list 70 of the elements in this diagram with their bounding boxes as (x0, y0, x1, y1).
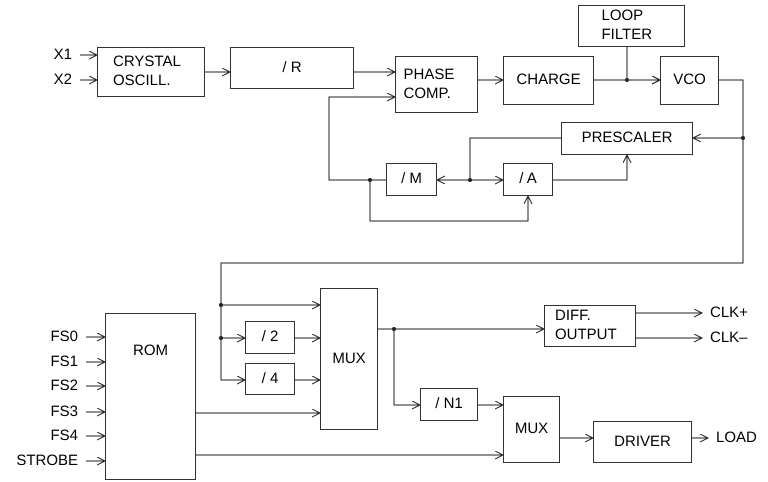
block-label: / 2 (262, 328, 278, 347)
block-label: PRESCALER (582, 129, 672, 148)
arrow (328, 92, 396, 180)
block-label: MUX (332, 350, 366, 368)
block-label: MUX (514, 420, 548, 439)
signal-label: STROBE (2, 453, 86, 469)
block-label: PHASE COMP. (404, 66, 456, 104)
block-box (97, 47, 205, 97)
arrow (470, 138, 562, 184)
arrow (294, 334, 320, 342)
signal-label: X1 (48, 47, 80, 63)
block-label: / A (519, 170, 537, 189)
arrow (636, 308, 702, 318)
arrow (370, 180, 532, 222)
signal-label: FS2 (2, 378, 86, 394)
block-label: VCO (673, 71, 706, 90)
block-box (578, 5, 685, 47)
block-box (245, 363, 295, 395)
block-box (395, 56, 478, 113)
signal-label: FS4 (2, 428, 86, 444)
signal-label: LOAD (708, 430, 764, 446)
arrow (80, 76, 98, 84)
block-label: CRYSTAL OSCILL. (113, 53, 182, 91)
block-box (660, 56, 719, 105)
block-box (230, 47, 354, 89)
block-label: DRIVER (614, 432, 671, 452)
signal-label: FS0 (2, 329, 86, 345)
arrow (196, 408, 320, 418)
block-box (503, 396, 560, 463)
block-label: ROM (133, 342, 168, 361)
arrow (478, 76, 504, 84)
arrow (196, 450, 504, 460)
arrow (80, 50, 98, 60)
block-label: / M (401, 170, 422, 189)
arrow (626, 46, 660, 84)
block-box (593, 421, 692, 463)
arrow (86, 382, 106, 390)
block-label: / 4 (262, 370, 278, 388)
signal-label: CLK– (702, 330, 752, 346)
arrow (478, 400, 504, 410)
arrow (204, 68, 230, 76)
signal-label: FS3 (2, 404, 86, 420)
arrow (86, 408, 106, 416)
arrow (86, 332, 106, 342)
block-box (386, 163, 437, 196)
arrow (552, 154, 632, 180)
signal-label: CLK+ (702, 305, 752, 321)
arrow (86, 456, 106, 466)
arrow (354, 68, 396, 76)
signal-label: FS1 (2, 354, 86, 370)
block-box (420, 388, 478, 421)
block-box (105, 313, 196, 480)
signal-label: X2 (48, 72, 80, 88)
arrow (692, 434, 708, 442)
arrow (294, 376, 320, 384)
arrow (636, 334, 702, 342)
block-label: / N1 (435, 395, 463, 414)
block-box (503, 163, 553, 196)
arrow (560, 434, 594, 442)
block-box (245, 321, 295, 354)
block-label: DIFF. OUTPUT (555, 307, 618, 345)
block-box (320, 288, 378, 430)
block-label: / R (282, 58, 302, 78)
arrow (86, 432, 106, 440)
arrow (86, 358, 106, 366)
block-box (561, 122, 693, 155)
block-box (503, 56, 594, 105)
block-label: LOOP FILTER (602, 7, 654, 45)
block-label: CHARGE (516, 71, 581, 90)
block-box (544, 305, 636, 347)
